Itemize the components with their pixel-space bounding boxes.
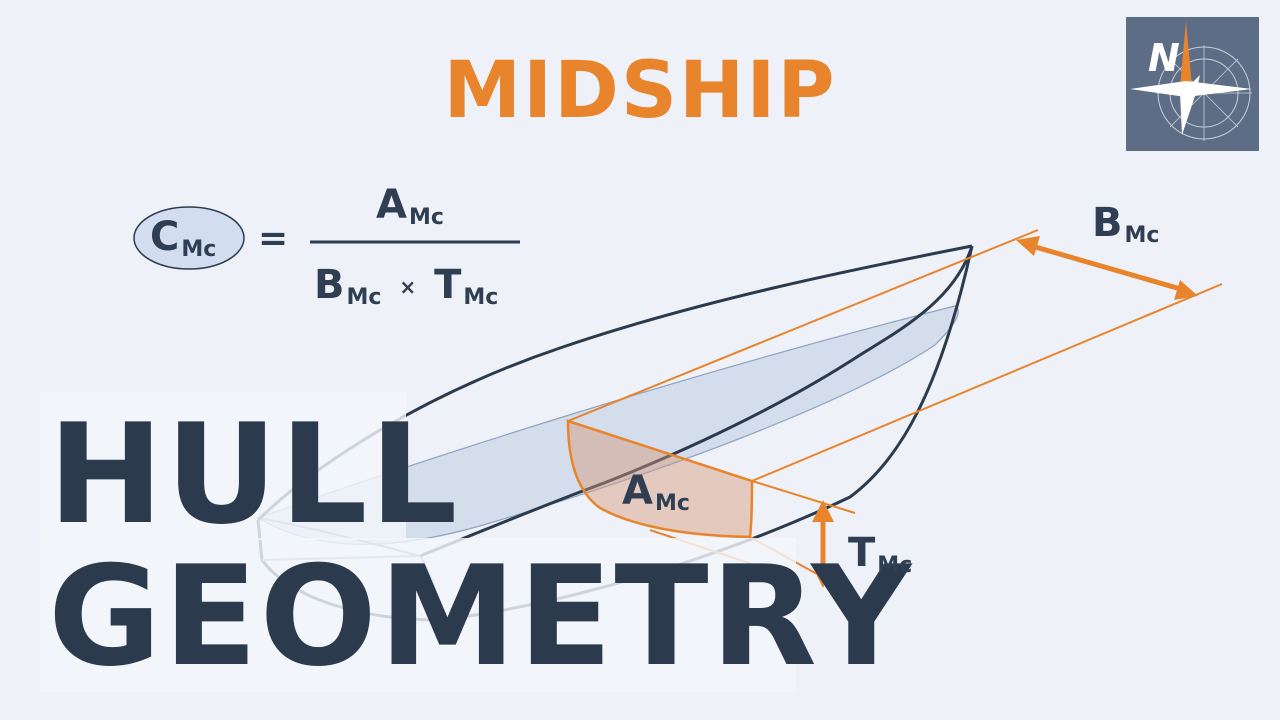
- beam-dimension-arrow: [1016, 236, 1198, 300]
- formula-equals: =: [258, 218, 289, 259]
- svg-text:N: N: [1148, 36, 1180, 80]
- waterplane-area: [256, 305, 959, 545]
- compass-rose-icon: N: [1130, 21, 1252, 141]
- coefficient-highlight: [133, 206, 245, 270]
- formula-numerator: AMc: [376, 182, 444, 230]
- brand-logo: N: [1126, 17, 1259, 151]
- hull-stem-line: [419, 245, 974, 558]
- midship-section-area: [566, 419, 754, 539]
- formula-denominator: BMc × TMc: [314, 262, 499, 310]
- draft-label: TMc: [848, 530, 913, 578]
- draft-dimension-arrow: [812, 500, 834, 588]
- title-line-1: HULL: [48, 394, 460, 555]
- beam-label: BMc: [1092, 200, 1160, 248]
- formula-lhs: CMc: [150, 214, 217, 262]
- page-title: MIDSHIP: [443, 46, 837, 136]
- title-hull-panel: HULL: [40, 392, 457, 544]
- title-geometry-panel: GEOMETRY: [40, 538, 911, 692]
- title-line-2: GEOMETRY: [48, 536, 914, 697]
- area-label: AMc: [622, 468, 690, 516]
